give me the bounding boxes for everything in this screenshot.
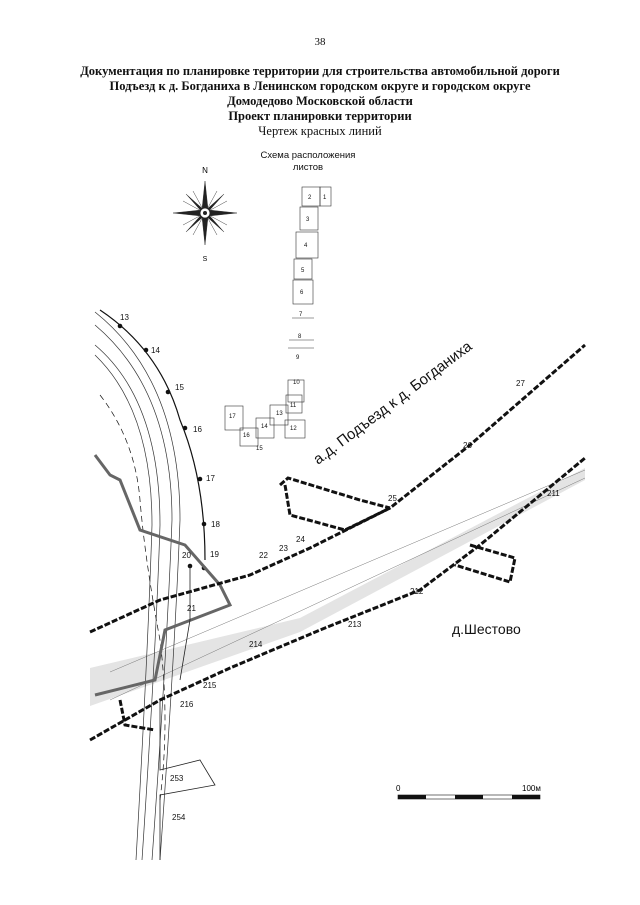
point-label: 253 xyxy=(170,774,184,783)
header-line-5: Чертеж красных линий xyxy=(258,124,382,138)
sheet-label: 17 xyxy=(229,414,236,420)
scale-bar: 0 100м xyxy=(396,784,541,800)
header-line-3: Домодедово Московской области xyxy=(227,94,413,108)
point-labels: 13 14 15 16 17 18 19 20 21 22 23 24 25 2… xyxy=(120,313,560,822)
sheet-label: 16 xyxy=(243,433,250,439)
sheet-scheme-title-line-1: Схема расположения xyxy=(260,150,356,161)
compass-rose-icon: N S xyxy=(172,166,238,263)
document-header: Документация по планировке территории дл… xyxy=(0,64,640,139)
road-edge-line xyxy=(109,477,586,701)
point-label: 215 xyxy=(203,681,217,690)
point-label: 23 xyxy=(279,544,288,553)
sheet-label: 5 xyxy=(301,268,305,274)
point-label: 20 xyxy=(182,551,191,560)
sheet-label: 10 xyxy=(293,380,300,386)
point-label: 214 xyxy=(249,640,263,649)
scale-end-label: 100м xyxy=(522,784,541,793)
curved-highway xyxy=(94,311,181,861)
boundary-line-cross-hatched xyxy=(99,394,166,801)
point-label: 16 xyxy=(193,425,202,434)
point-label: 24 xyxy=(296,535,305,544)
territory-boundary xyxy=(93,454,233,697)
thin-lines xyxy=(159,566,216,860)
sheet-label: 1 xyxy=(323,195,327,201)
sheet-label: 7 xyxy=(299,312,303,318)
point-label: 17 xyxy=(206,474,215,483)
scale-zero-label: 0 xyxy=(396,784,401,793)
red-line-points xyxy=(117,323,207,571)
road-corridor xyxy=(90,468,585,706)
point-label: 13 xyxy=(120,313,129,322)
point-label: 25 xyxy=(388,494,397,503)
point-label: 212 xyxy=(410,587,424,596)
sheet-label: 4 xyxy=(304,243,308,249)
point-label: 26 xyxy=(463,441,472,450)
point-label: 18 xyxy=(211,520,220,529)
compass-north-label: N xyxy=(202,166,208,175)
sheet-label: 3 xyxy=(306,217,310,223)
road-name-label: а.д. Подъезд к д. Богданиха xyxy=(310,338,476,469)
sheet-label: 15 xyxy=(256,446,263,452)
page-number: 38 xyxy=(314,36,326,48)
sheet-layout-scheme xyxy=(224,186,332,447)
sheet-label: 11 xyxy=(290,403,297,409)
header-line-2: Подъезд к д. Богданиха в Ленинском город… xyxy=(109,79,531,93)
red-lines-road xyxy=(89,343,586,742)
point-label: 19 xyxy=(210,550,219,559)
road-edge-line xyxy=(109,469,586,673)
sheet-label: 13 xyxy=(276,411,283,417)
point-label: 21 xyxy=(187,604,196,613)
sheet-label: 14 xyxy=(261,424,268,430)
sheet-label: 2 xyxy=(308,195,312,201)
sheet-label: 12 xyxy=(290,426,297,432)
sheet-labels: 2 1 3 4 5 6 7 8 9 10 11 12 13 14 15 16 1… xyxy=(229,195,327,452)
header-line-4: Проект планировки территории xyxy=(228,109,412,123)
point-label: 213 xyxy=(348,620,362,629)
sheet-scheme-title-line-2: листов xyxy=(292,162,324,173)
header-line-1: Документация по планировке территории дл… xyxy=(80,64,560,78)
point-label: 216 xyxy=(180,700,194,709)
point-label: 15 xyxy=(175,383,184,392)
compass-south-label: S xyxy=(203,256,208,263)
sheet-scheme-title: Схема расположения листов xyxy=(248,150,368,174)
sheet-label: 8 xyxy=(298,334,302,340)
point-label: 254 xyxy=(172,813,186,822)
red-line-arc xyxy=(99,309,206,561)
point-label: 211 xyxy=(547,489,560,498)
point-label: 27 xyxy=(516,379,525,388)
sheet-label: 6 xyxy=(300,290,304,296)
village-label: д.Шестово xyxy=(452,621,521,637)
sheet-label: 9 xyxy=(296,355,300,361)
point-label: 22 xyxy=(259,551,268,560)
point-label: 14 xyxy=(151,346,160,355)
